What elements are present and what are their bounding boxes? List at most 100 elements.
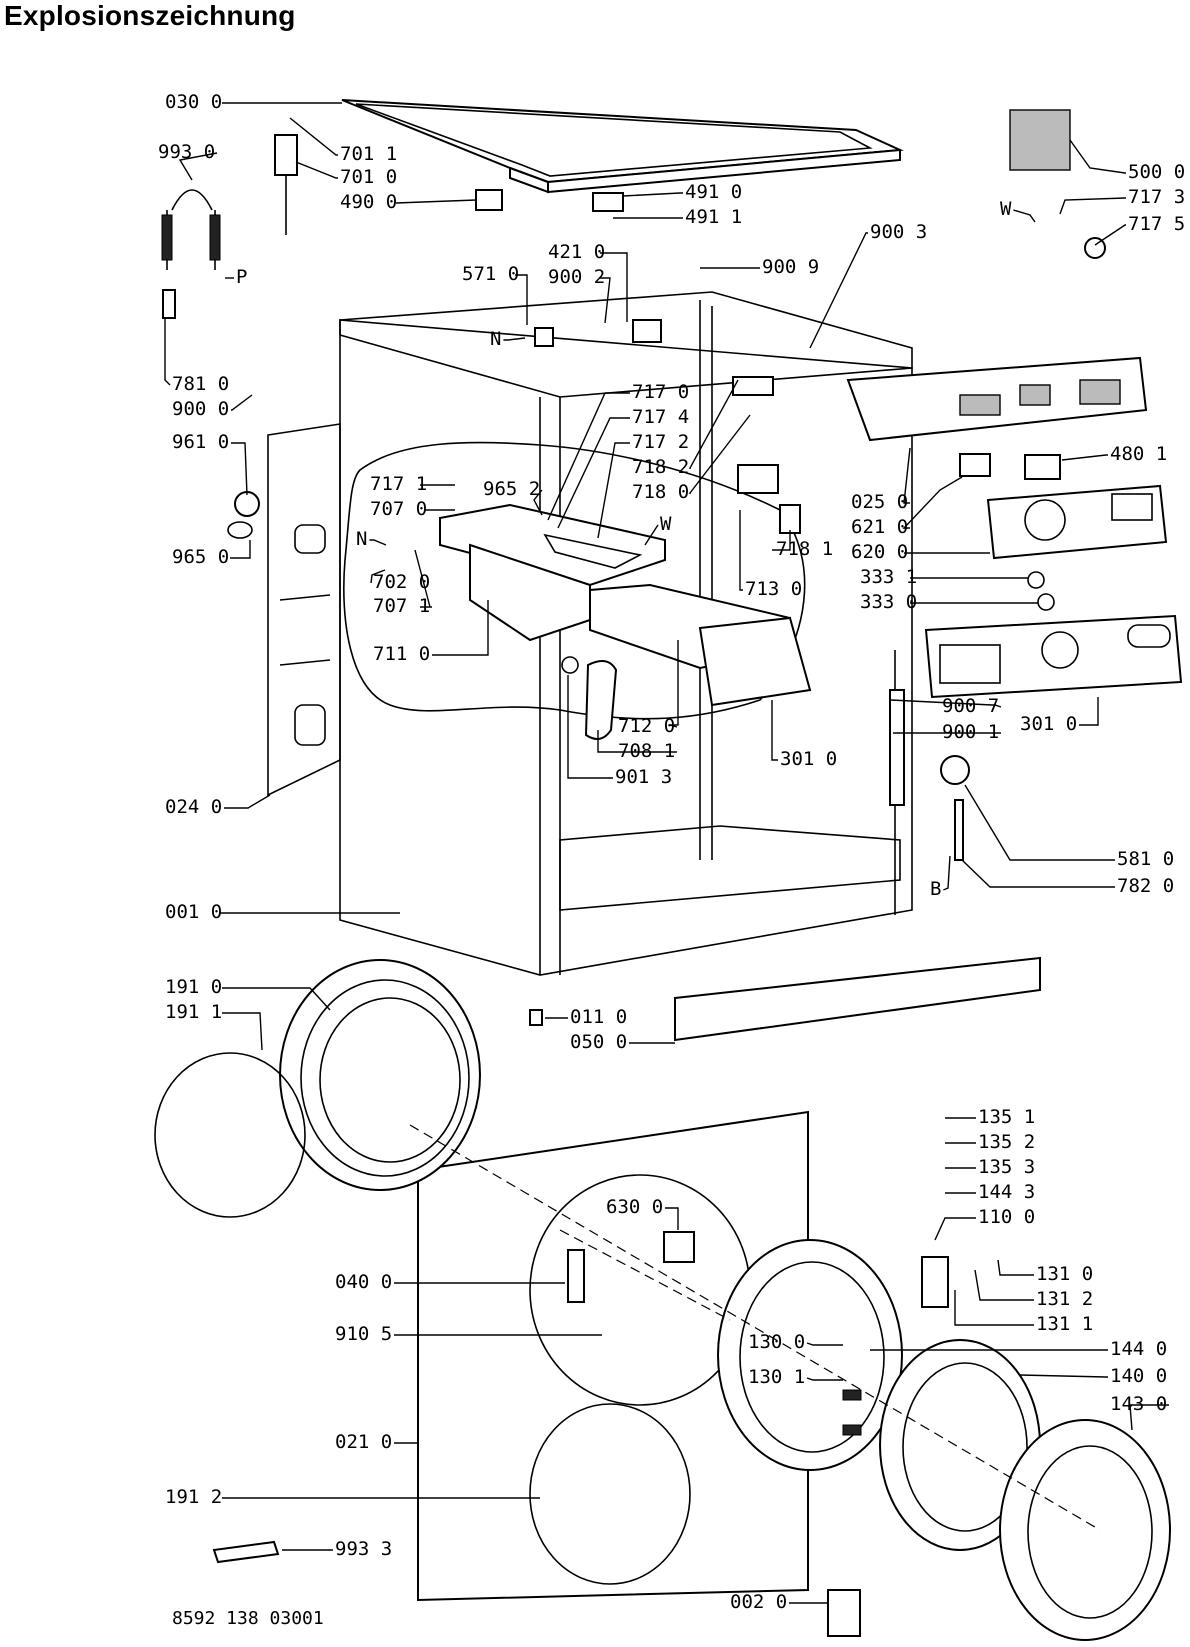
pcb-part xyxy=(846,356,1148,442)
part-label: 910 5 xyxy=(335,1323,392,1345)
part-label: 701 0 xyxy=(340,166,397,188)
leader-line xyxy=(903,447,911,504)
part-label: 718 0 xyxy=(632,481,689,503)
part-label: 191 1 xyxy=(165,1001,222,1023)
part-label: 301 0 xyxy=(780,748,837,770)
door-frame-part xyxy=(717,1239,903,1471)
leader-line xyxy=(432,600,489,656)
leader-line xyxy=(644,524,659,546)
drawing-number: 8592 138 03001 xyxy=(172,1608,324,1629)
clip-part xyxy=(779,504,801,534)
bracket-part xyxy=(959,453,991,477)
leader-line xyxy=(934,1217,976,1241)
leader-line xyxy=(395,199,477,204)
leader-line xyxy=(961,859,1115,888)
leader-line xyxy=(739,510,743,591)
part-label: 191 2 xyxy=(165,1486,222,1508)
part-label: 900 2 xyxy=(548,266,605,288)
part-label: 711 0 xyxy=(373,643,430,665)
leader-line xyxy=(809,232,868,349)
leader-line xyxy=(974,1269,1034,1301)
leader-line xyxy=(964,784,1115,861)
plug-part xyxy=(475,189,503,211)
part-label: 301 0 xyxy=(1020,713,1077,735)
part-label: 900 9 xyxy=(762,256,819,278)
part-label: 900 3 xyxy=(870,221,927,243)
leader-line xyxy=(1094,224,1126,246)
part-label: 131 2 xyxy=(1036,1288,1093,1310)
leader-line xyxy=(902,476,963,529)
leader-line xyxy=(289,117,338,156)
part-label: 781 0 xyxy=(172,373,229,395)
clamp-ring-part xyxy=(154,1052,306,1218)
part-label: 131 1 xyxy=(1036,1313,1093,1335)
part-label: 480 1 xyxy=(1110,443,1167,465)
page-title: Explosionszeichnung xyxy=(4,0,296,31)
part-label: 620 0 xyxy=(851,541,908,563)
leader-line xyxy=(622,192,683,197)
leader-line xyxy=(1019,1374,1108,1378)
part-label: 135 3 xyxy=(978,1156,1035,1178)
part-label: 571 0 xyxy=(462,263,519,285)
part-label: 110 0 xyxy=(978,1206,1035,1228)
part-label: 993 0 xyxy=(158,141,215,163)
part-label: 717 3 xyxy=(1128,186,1185,208)
leader-line xyxy=(890,699,1002,708)
leader-line xyxy=(222,1012,263,1051)
part-label: 144 3 xyxy=(978,1181,1035,1203)
leader-line xyxy=(222,987,331,1011)
leader-line xyxy=(1013,209,1036,223)
part-label: 491 1 xyxy=(685,206,742,228)
part-label: 030 0 xyxy=(165,91,222,113)
leader-line xyxy=(669,640,679,728)
leader-line xyxy=(600,252,628,322)
part-label: 140 0 xyxy=(1110,1365,1167,1387)
knob-part xyxy=(1037,593,1055,611)
leader-line xyxy=(178,152,218,181)
leader-line xyxy=(515,274,528,325)
fascia-part xyxy=(986,484,1168,560)
leader-line xyxy=(1079,697,1099,726)
leader-line xyxy=(164,318,171,386)
part-label: 021 0 xyxy=(335,1431,392,1453)
part-label: P xyxy=(236,266,247,288)
leader-line xyxy=(1129,1404,1169,1431)
part-label: 581 0 xyxy=(1117,848,1174,870)
part-label: 965 2 xyxy=(483,478,540,500)
part-label: 491 0 xyxy=(685,181,742,203)
part-label: B xyxy=(930,878,941,900)
gasket-part xyxy=(279,959,481,1191)
detail-outline xyxy=(343,441,806,720)
part-label: 718 1 xyxy=(776,538,833,560)
part-label: 333 0 xyxy=(860,591,917,613)
back-panel-part xyxy=(267,423,341,797)
knob-ring-part xyxy=(1027,571,1045,589)
dispenser-drawer-part xyxy=(589,583,812,707)
hinge-part xyxy=(567,1249,585,1303)
part-label: 717 5 xyxy=(1128,213,1185,235)
leader-lines xyxy=(164,102,1169,1604)
leader-line xyxy=(230,540,251,559)
part-label: 621 0 xyxy=(851,516,908,538)
inlet-valve-part xyxy=(274,134,298,235)
switch-part xyxy=(534,327,554,347)
leader-line xyxy=(557,417,630,529)
part-label: 965 0 xyxy=(172,546,229,568)
connector-part xyxy=(1024,454,1061,480)
filter-part xyxy=(592,192,624,212)
part-label: 050 0 xyxy=(570,1031,627,1053)
handle-part xyxy=(921,1256,949,1308)
part-label: 011 0 xyxy=(570,1006,627,1028)
lever-part xyxy=(732,376,774,396)
door-lock-part xyxy=(663,1231,695,1263)
door-lock-bracket-part xyxy=(889,689,905,806)
part-label: 131 0 xyxy=(1036,1263,1093,1285)
part-label: N xyxy=(356,528,367,550)
part-label: 040 0 xyxy=(335,1271,392,1293)
hose-assembly-part xyxy=(161,189,221,319)
part-label: 130 1 xyxy=(748,1366,805,1388)
part-label: 900 7 xyxy=(942,695,999,717)
part-label: 707 1 xyxy=(373,595,430,617)
